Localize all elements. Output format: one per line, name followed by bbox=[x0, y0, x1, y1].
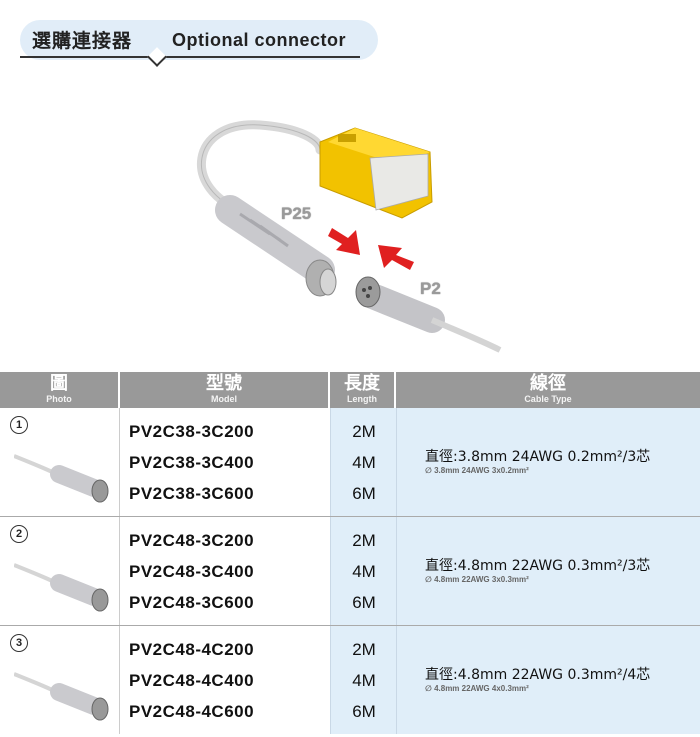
table-row: 2 PV2C48-3C200 PV2C48-3C400 PV2C48-3C600… bbox=[0, 517, 700, 625]
photo-cell: 3 bbox=[0, 626, 120, 734]
label-p25: P25 bbox=[281, 204, 312, 223]
table-row: 3 PV2C48-4C200 PV2C48-4C400 PV2C48-4C600… bbox=[0, 626, 700, 734]
header-underline bbox=[20, 56, 360, 58]
row-divider bbox=[0, 516, 700, 517]
row-number: 1 bbox=[10, 416, 28, 434]
cable-length: 2M bbox=[352, 422, 376, 441]
cable-length: 4M bbox=[352, 453, 376, 472]
cable-spec: 直徑:4.8mm 22AWG 0.3mm²/4芯 bbox=[425, 667, 651, 683]
model-number: PV2C48-3C200 bbox=[129, 531, 255, 550]
cable-length: 6M bbox=[352, 593, 376, 612]
model-cell: PV2C38-3C200 PV2C38-3C400 PV2C38-3C600 bbox=[120, 408, 330, 516]
model-number: PV2C38-3C600 bbox=[129, 484, 255, 503]
cable-spec: 直徑:4.8mm 22AWG 0.3mm²/3芯 bbox=[425, 558, 651, 574]
row-number: 2 bbox=[10, 525, 28, 543]
photo-cell: 2 bbox=[0, 517, 120, 625]
row-divider bbox=[0, 625, 700, 626]
section-header bbox=[20, 20, 378, 60]
connector-thumbnail bbox=[14, 672, 109, 721]
connector-sensor-photo bbox=[196, 120, 502, 353]
model-cell: PV2C48-4C200 PV2C48-4C400 PV2C48-4C600 bbox=[120, 626, 330, 734]
model-number: PV2C48-4C600 bbox=[129, 702, 255, 721]
cable-length: 4M bbox=[352, 671, 376, 690]
cable-spec: 直徑:3.8mm 24AWG 0.2mm²/3芯 bbox=[425, 449, 651, 465]
cable-type-cell: 直徑:4.8mm 22AWG 0.3mm²/3芯 ∅ 4.8mm 22AWG 3… bbox=[396, 517, 700, 625]
cable-type-cell: 直徑:4.8mm 22AWG 0.3mm²/4芯 ∅ 4.8mm 22AWG 4… bbox=[396, 626, 700, 734]
cable-length: 2M bbox=[352, 531, 376, 550]
cable-length: 6M bbox=[352, 702, 376, 721]
row-number: 3 bbox=[10, 634, 28, 652]
cable-length: 4M bbox=[352, 562, 376, 581]
cable-spec-en: ∅ 4.8mm 22AWG 4x0.3mm² bbox=[425, 684, 529, 693]
model-number: PV2C38-3C200 bbox=[129, 422, 255, 441]
model-number: PV2C38-3C400 bbox=[129, 453, 255, 472]
model-number: PV2C48-3C400 bbox=[129, 562, 255, 581]
model-number: PV2C48-4C200 bbox=[129, 640, 255, 659]
length-cell: 2M 4M 6M bbox=[330, 408, 396, 516]
table-row: 1 PV2C38-3C200 PV2C38-3C400 PV2C38-3C600… bbox=[0, 408, 700, 516]
length-cell: 2M 4M 6M bbox=[330, 626, 396, 734]
cable-spec-en: ∅ 3.8mm 24AWG 3x0.2mm² bbox=[425, 466, 529, 475]
header-title-en: Optional connector bbox=[172, 30, 347, 50]
model-cell: PV2C48-3C200 PV2C48-3C400 PV2C48-3C600 bbox=[120, 517, 330, 625]
connector-thumbnail bbox=[14, 563, 109, 612]
cable-spec-en: ∅ 4.8mm 22AWG 3x0.3mm² bbox=[425, 575, 529, 584]
label-p2: P2 bbox=[420, 279, 441, 298]
header-title-zh: 選購連接器 bbox=[32, 30, 133, 52]
connector-thumbnail bbox=[14, 454, 109, 503]
cable-length: 2M bbox=[352, 640, 376, 659]
length-cell: 2M 4M 6M bbox=[330, 517, 396, 625]
cable-length: 6M bbox=[352, 484, 376, 503]
cable-type-cell: 直徑:3.8mm 24AWG 0.2mm²/3芯 ∅ 3.8mm 24AWG 3… bbox=[396, 408, 700, 516]
model-number: PV2C48-3C600 bbox=[129, 593, 255, 612]
photo-cell: 1 bbox=[0, 408, 120, 516]
model-number: PV2C48-4C400 bbox=[129, 671, 255, 690]
